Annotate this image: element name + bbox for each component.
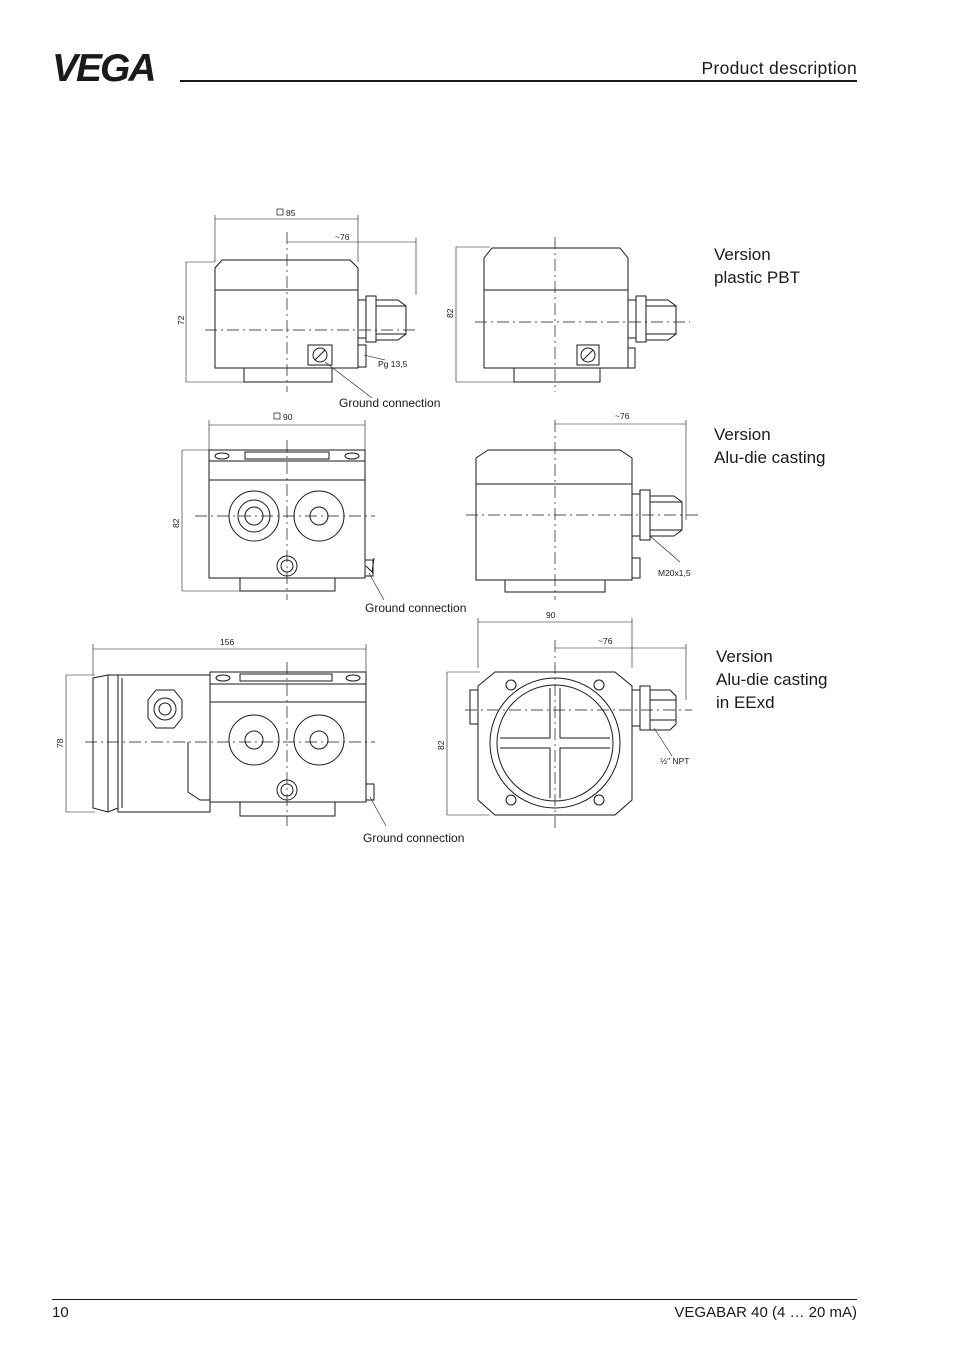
vega-logo: VEGA [52,47,172,90]
dim-label: ~76 [335,232,350,242]
vega-logo-mark: VEGA [52,47,157,90]
ground-connection-label: Ground connection [365,601,466,615]
dim-label: 85 [286,208,296,218]
thread-label: Pg 13,5 [378,359,408,369]
version-line: Alu-die casting [716,670,828,689]
version-line: Version [716,647,773,666]
version-line: in EExd [716,693,775,712]
plastic-front-view: 85 ~76 72 Pg 13,5 Ground connection [176,208,440,410]
alu-side-view: ~76 M20x1,5 [466,411,700,600]
version-line: Alu-die casting [714,448,826,467]
version-plastic-label: Version plastic PBT [714,243,800,289]
page-number: 10 [52,1304,69,1321]
version-line: Version [714,425,771,444]
housing-dimension-drawing: 85 ~76 72 Pg 13,5 Ground connection [55,208,700,845]
ground-connection-label: Ground connection [363,831,464,845]
product-name: VEGABAR 40 (4 … 20 mA) [674,1304,857,1321]
version-alu-label: Version Alu-die casting [714,423,826,469]
version-line: plastic PBT [714,268,800,287]
dim-label: 90 [283,412,293,422]
footer-rule [52,1299,857,1300]
dim-label: 82 [445,308,455,318]
thread-label: ½" NPT [660,756,689,766]
eexd-side-view: 90 ~76 82 ½" NPT [436,610,692,828]
ground-connection-label: Ground connection [339,396,440,410]
section-title: Product description [701,58,857,78]
dim-label: 90 [546,610,556,620]
dim-label: ~76 [598,636,613,646]
logo-text: VEGA [52,50,155,84]
dim-label: 72 [176,315,186,325]
dim-label: 82 [171,518,181,528]
dim-label: ~76 [615,411,630,421]
eexd-front-view: 156 78 Ground connection [55,637,464,845]
dim-label: 156 [220,637,234,647]
plastic-side-view: 82 [445,237,690,392]
header-rule [180,80,857,82]
version-line: Version [714,245,771,264]
alu-front-view: 90 82 Ground connection [171,412,466,615]
version-eexd-label: Version Alu-die casting in EExd [716,645,828,714]
thread-label: M20x1,5 [658,568,691,578]
dim-label: 78 [55,738,65,748]
dim-label: 82 [436,740,446,750]
